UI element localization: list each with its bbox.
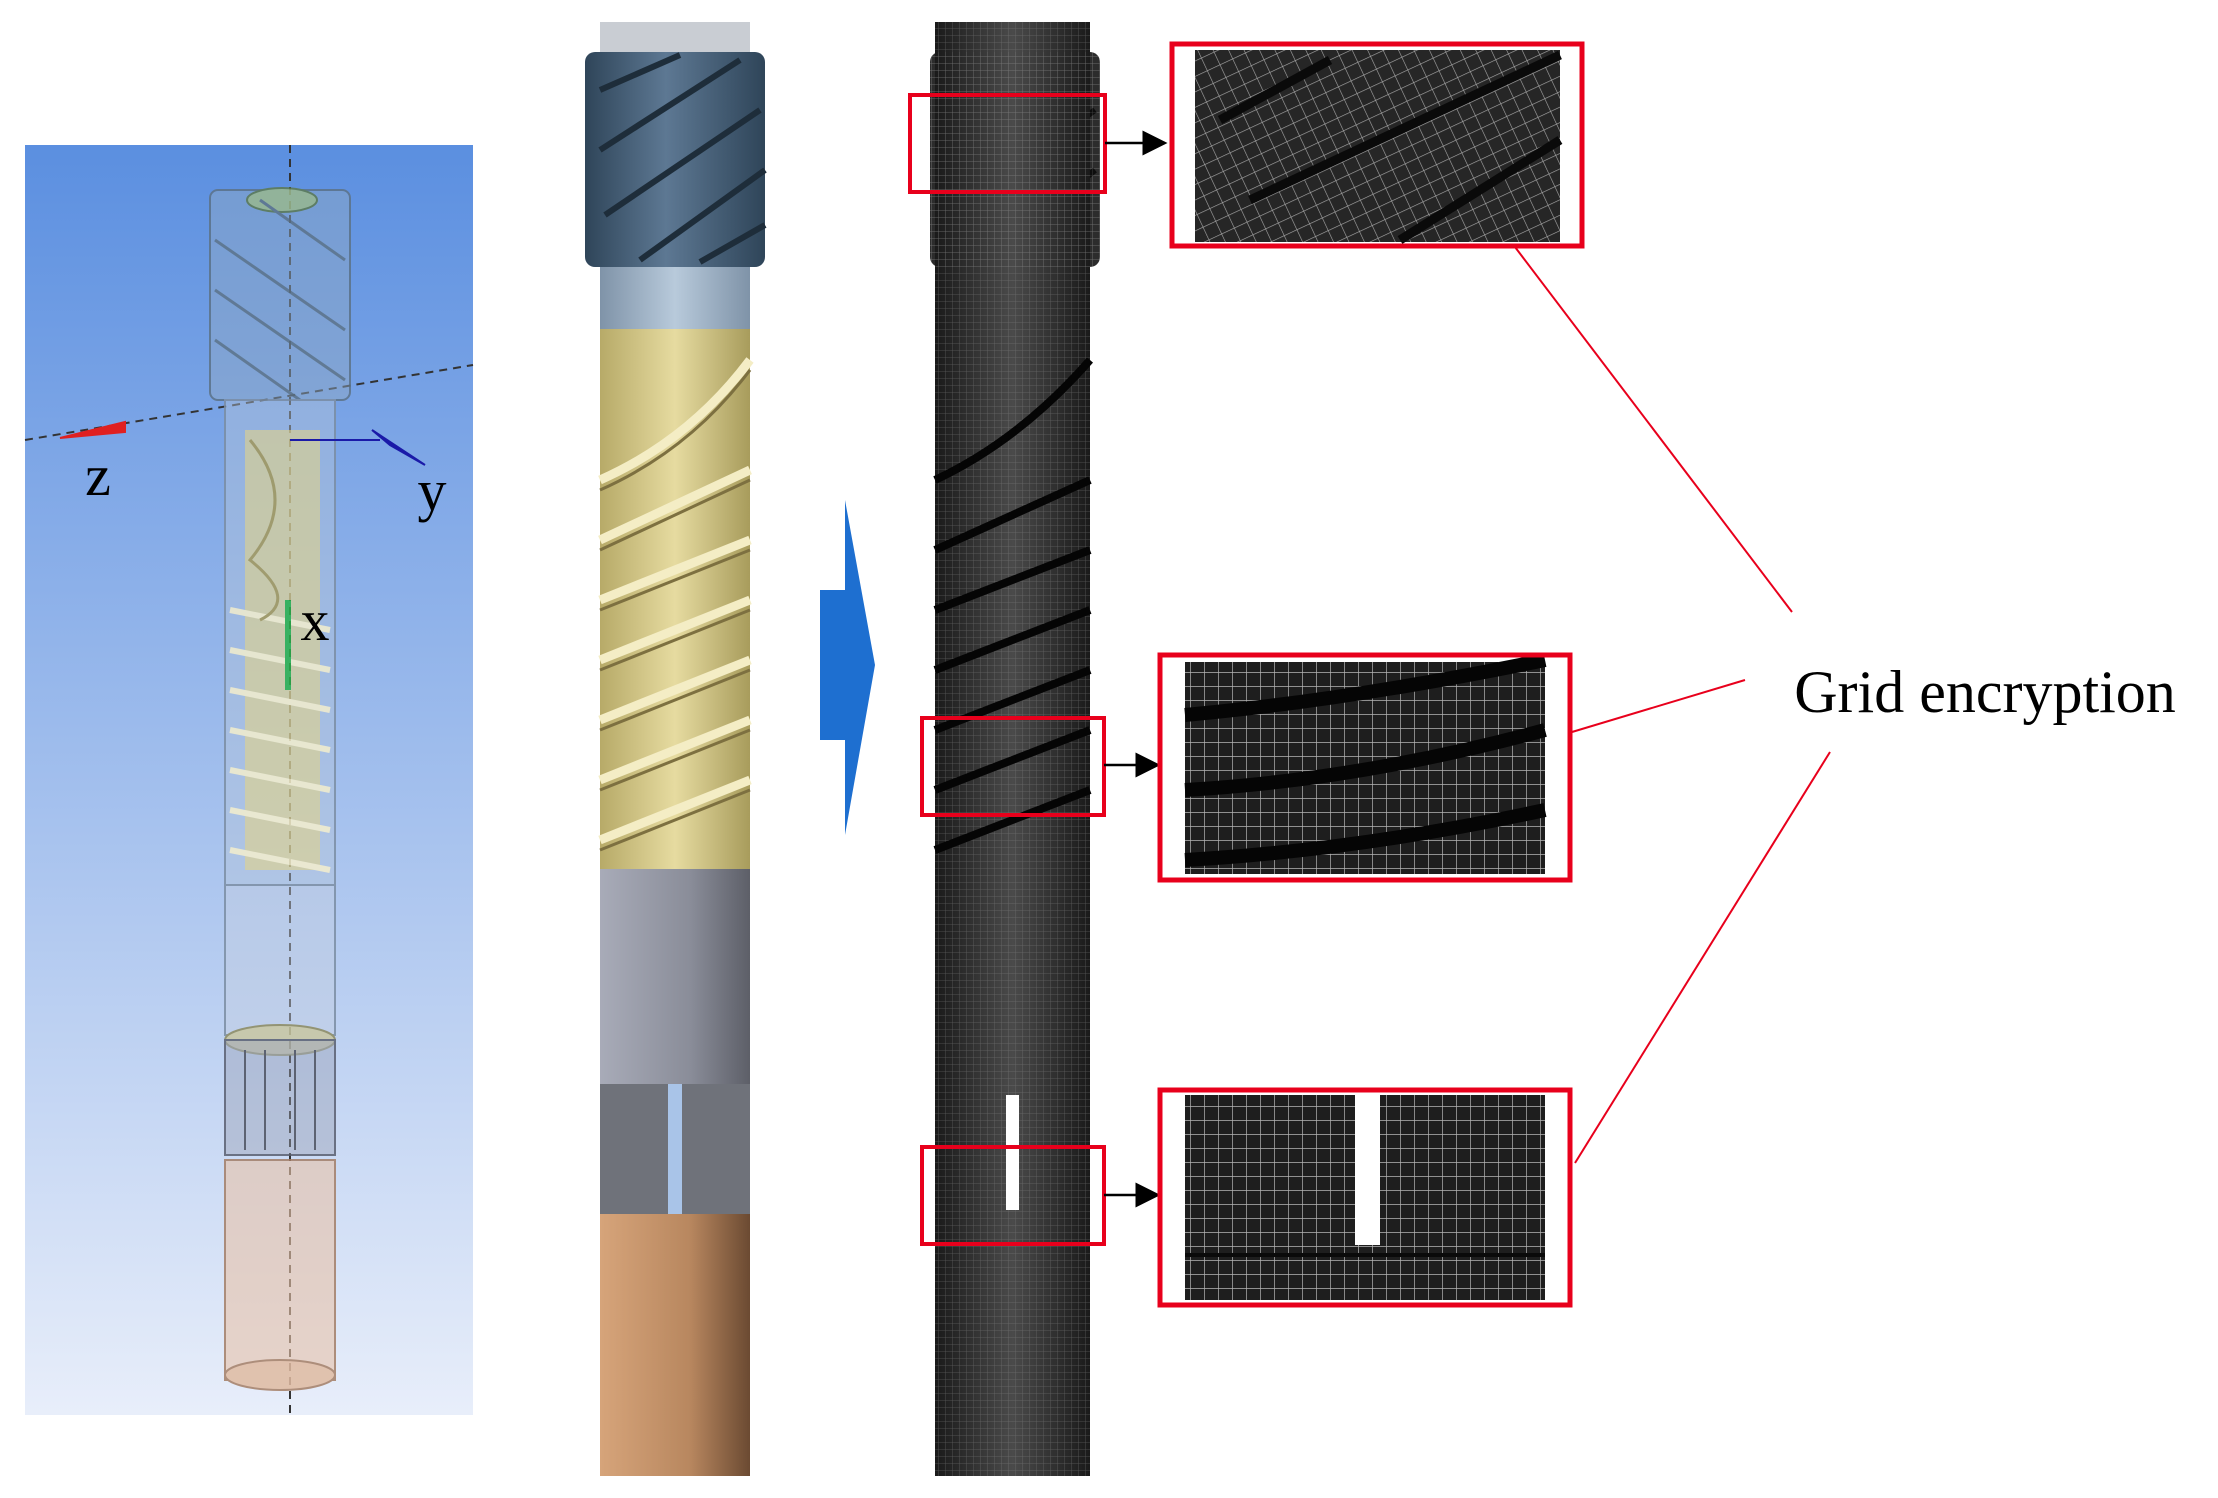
slot-opening: [668, 1084, 682, 1214]
z-axis-label: z: [85, 443, 111, 508]
solid-geometry-panel: [585, 22, 767, 1476]
y-axis-arrow: [371, 429, 426, 466]
y-axis-label: y: [418, 458, 447, 523]
x-axis-label: x: [301, 588, 330, 653]
rotor-grooves: [598, 52, 767, 265]
grid-encryption-label: Grid encryption: [1794, 659, 2176, 725]
gray-section: [600, 869, 750, 1084]
helical-rotor: [585, 52, 765, 267]
cad-viewport-panel: [24, 145, 474, 1415]
copper-section: [600, 1214, 750, 1476]
connector-line-middle: [1571, 679, 1746, 733]
helical-threads: [598, 357, 754, 845]
top-cap: [600, 22, 750, 52]
z-axis-arrow: [59, 420, 126, 439]
zoom-inset-middle: [1157, 652, 1573, 883]
mesh-panel: [930, 22, 1100, 1476]
connector-line-top: [1514, 246, 1793, 613]
zoom-inset-bottom: [1157, 1087, 1573, 1308]
zoom-inset-top: [1169, 41, 1585, 249]
mesh-slot: [1006, 1095, 1019, 1210]
connector-line-bottom: [1574, 751, 1831, 1164]
highlight-box-middle: [920, 716, 1106, 817]
stator-section: [600, 267, 750, 329]
transparent-model: [209, 187, 351, 1391]
transform-arrow: [820, 500, 875, 835]
